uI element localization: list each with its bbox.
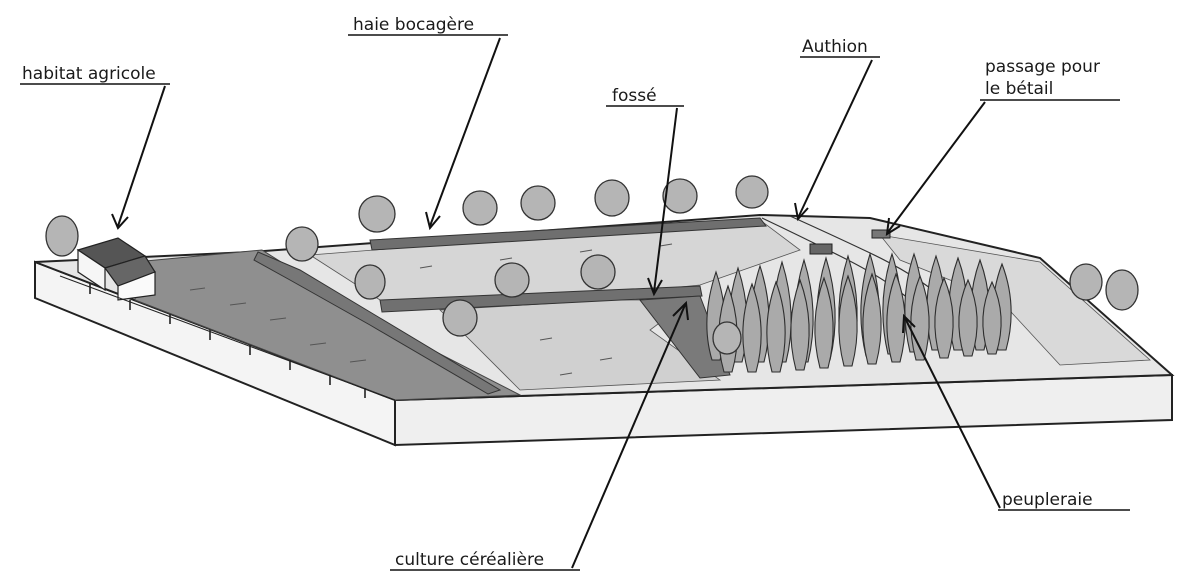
authion-pointer [798, 60, 872, 218]
label-passage-line2: le bétail [985, 79, 1053, 99]
habitat-pointer [118, 86, 165, 226]
label-authion: Authion [802, 37, 868, 57]
tree [521, 186, 555, 220]
label-culture-cerealiere: culture céréalière [395, 550, 544, 570]
tree [495, 263, 529, 297]
tree [736, 176, 768, 208]
tree [355, 265, 385, 299]
label-haie-bocagere: haie bocagère [353, 15, 474, 35]
tree [581, 255, 615, 289]
tree [46, 216, 78, 256]
tree [359, 196, 395, 232]
label-passage-line1: passage pour [985, 57, 1100, 77]
label-peupleraie: peupleraie [1002, 490, 1093, 510]
tree [286, 227, 318, 261]
label-habitat-agricole: habitat agricole [22, 64, 156, 84]
passage-pointer [888, 102, 985, 232]
tree [713, 322, 741, 354]
label-fosse: fossé [612, 86, 657, 106]
footbridge [810, 244, 832, 254]
tree [463, 191, 497, 225]
tree [1106, 270, 1138, 310]
tree [595, 180, 629, 216]
tree [1070, 264, 1102, 300]
tree [443, 300, 477, 336]
